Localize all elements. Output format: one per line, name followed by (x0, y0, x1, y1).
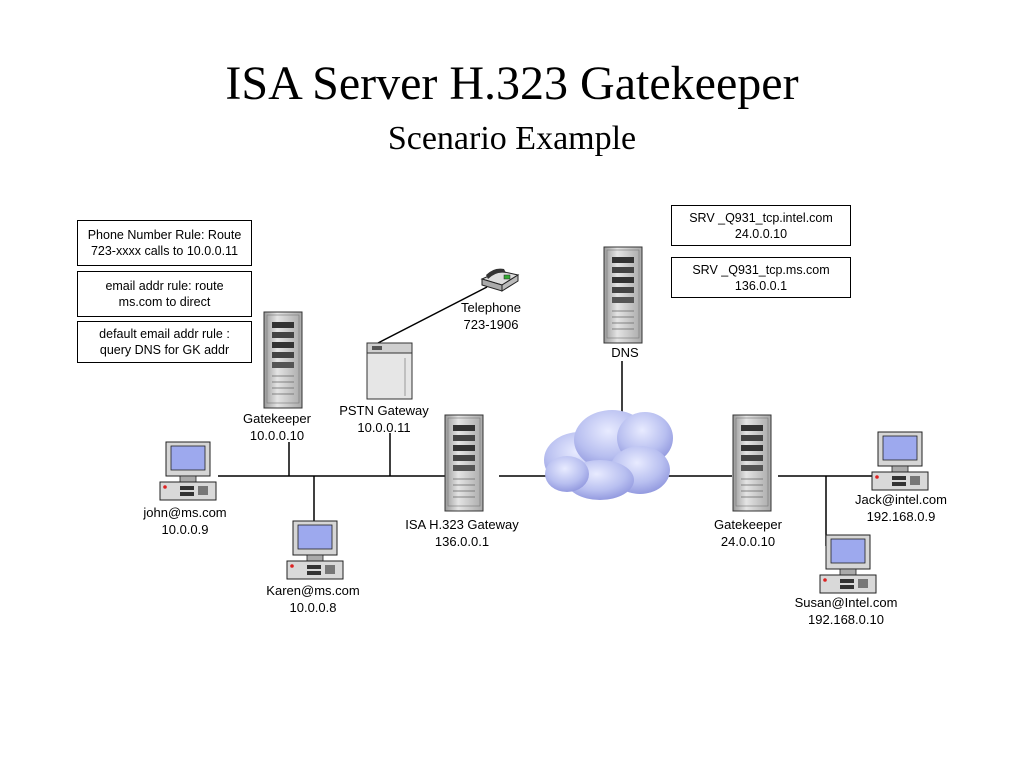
gatekeeper-right-server-icon (732, 414, 772, 512)
node-name: john@ms.com (143, 505, 227, 520)
node-name: DNS (611, 345, 639, 360)
node-name: Telephone (461, 300, 521, 315)
dns-server-icon (603, 246, 643, 344)
rule-box-line: ms.com to direct (118, 295, 211, 309)
john-label: john@ms.com 10.0.0.9 (143, 504, 226, 538)
node-address: 10.0.0.8 (289, 600, 337, 615)
node-address: 10.0.0.10 (249, 428, 305, 443)
pstn-gateway-icon (366, 342, 413, 400)
jack-computer-icon (871, 431, 929, 491)
node-name: Susan@Intel.com (794, 595, 898, 610)
node-name: Gatekeeper (714, 517, 782, 532)
page-subtitle: Scenario Example (387, 120, 637, 157)
gatekeeper-left-label: Gatekeeper 10.0.0.10 (243, 410, 311, 444)
node-name: ISA H.323 Gateway (405, 517, 519, 532)
node-name: Jack@intel.com (855, 492, 947, 507)
susan-label: Susan@Intel.com 192.168.0.10 (795, 594, 898, 628)
node-address: 10.0.0.9 (161, 522, 209, 537)
phone-number-rule-box: Phone Number Rule: Route 723-xxxx calls … (77, 220, 252, 266)
rule-box-line: query DNS for GK addr (99, 343, 230, 357)
node-address: 136.0.0.1 (434, 534, 490, 549)
srv-box-line: SRV _Q931_tcp.intel.com (689, 210, 833, 225)
default-email-rule-box: default email addr rule : query DNS for … (77, 321, 252, 363)
connection-lines (218, 286, 880, 546)
susan-computer-icon (819, 534, 877, 594)
node-address: 10.0.0.11 (357, 420, 411, 435)
rule-box-line: default email addr rule : (99, 327, 230, 341)
isa-gateway-label: ISA H.323 Gateway 136.0.0.1 (405, 516, 518, 550)
dns-label: DNS (611, 344, 638, 361)
srv-box-line: 136.0.0.1 (734, 278, 788, 293)
node-name: Gatekeeper (243, 411, 311, 426)
email-addr-rule-box: email addr rule: route ms.com to direct (77, 271, 252, 317)
karen-label: Karen@ms.com 10.0.0.8 (266, 582, 359, 616)
node-address: 723-1906 (463, 317, 519, 332)
node-address: 24.0.0.10 (720, 534, 776, 549)
telephone-icon (480, 268, 520, 292)
node-address: 192.168.0.9 (866, 509, 936, 524)
cloud-icon (544, 410, 673, 500)
node-name: PSTN Gateway (339, 403, 429, 418)
srv-ms-box: SRV _Q931_tcp.ms.com 136.0.0.1 (671, 257, 851, 298)
link-telephone (377, 286, 488, 344)
gatekeeper-right-label: Gatekeeper 24.0.0.10 (714, 516, 782, 550)
john-computer-icon (159, 441, 217, 501)
pstn-gateway-label: PSTN Gateway 10.0.0.11 (339, 402, 429, 436)
telephone-label: Telephone 723-1906 (461, 299, 521, 333)
srv-intel-box: SRV _Q931_tcp.intel.com 24.0.0.10 (671, 205, 851, 246)
page-title: ISA Server H.323 Gatekeeper (225, 57, 799, 110)
node-name: Karen@ms.com (266, 583, 360, 598)
jack-label: Jack@intel.com 192.168.0.9 (855, 491, 947, 525)
srv-box-line: 24.0.0.10 (734, 226, 788, 241)
rule-box-line: 723-xxxx calls to 10.0.0.11 (90, 244, 239, 258)
srv-box-line: SRV _Q931_tcp.ms.com (692, 262, 830, 277)
gatekeeper-left-server-icon (263, 311, 303, 409)
node-address: 192.168.0.10 (808, 612, 884, 627)
rule-box-line: Phone Number Rule: Route (87, 228, 242, 242)
karen-computer-icon (286, 520, 344, 580)
isa-gateway-server-icon (444, 414, 484, 512)
rule-box-line: email addr rule: route (105, 279, 224, 293)
